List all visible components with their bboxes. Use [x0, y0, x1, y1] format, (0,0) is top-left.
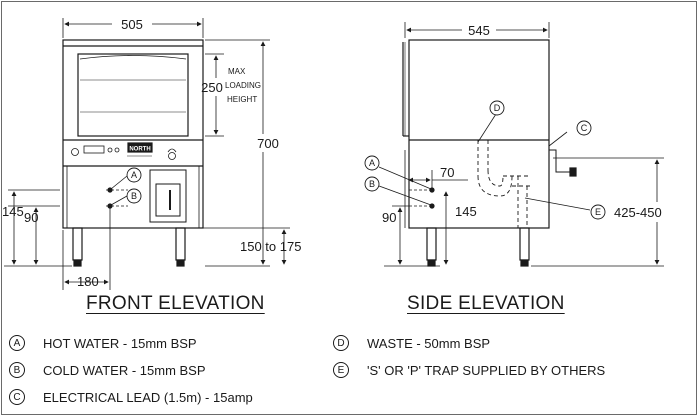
- legend-letter-b: B: [9, 362, 25, 378]
- legend-item-c: C ELECTRICAL LEAD (1.5m) - 15amp: [9, 389, 253, 405]
- front-callout-b: B: [131, 191, 137, 201]
- front-dimension-lines: [4, 18, 290, 290]
- legend-item-d: D WASTE - 50mm BSP: [333, 335, 490, 351]
- side-callout-c: C: [581, 123, 588, 133]
- front-elevation-title: FRONT ELEVATION: [86, 293, 265, 314]
- front-callouts: [126, 167, 142, 204]
- front-max-label-2: LOADING: [225, 81, 261, 90]
- legend-text-d: WASTE - 50mm BSP: [367, 335, 491, 351]
- front-height-dim: 700: [257, 136, 279, 151]
- front-145-dim: 145: [2, 204, 24, 219]
- legend-letter-a: A: [9, 335, 25, 351]
- legend-item-b: B COLD WATER - 15mm BSP: [9, 362, 206, 378]
- legend-item-e: E 'S' OR 'P' TRAP SUPPLIED BY OTHERS: [333, 362, 605, 378]
- side-90-dim: 90: [382, 210, 396, 225]
- side-leg-front: [426, 227, 437, 261]
- legend-text-a: HOT WATER - 15mm BSP: [43, 335, 197, 351]
- north-logo-badge: [127, 142, 153, 153]
- side-callout-a: A: [369, 158, 375, 168]
- side-70-dim: 70: [440, 165, 454, 180]
- side-callout-d: D: [494, 103, 501, 113]
- front-max-label-1: MAX: [228, 67, 246, 76]
- front-max-label-3: HEIGHT: [227, 95, 257, 104]
- side-145-dim: 145: [455, 204, 477, 219]
- front-door-window: [77, 53, 189, 137]
- side-range-dim: 425-450: [614, 205, 662, 220]
- legend-text-e: 'S' OR 'P' TRAP SUPPLIED BY OTHERS: [367, 362, 606, 378]
- side-callout-b: B: [369, 179, 375, 189]
- front-width-dim: 505: [121, 17, 143, 32]
- legend-item-a: A HOT WATER - 15mm BSP: [9, 335, 197, 351]
- north-logo-text: NORTH: [129, 147, 150, 153]
- front-leg-left: [72, 227, 83, 261]
- side-leg-back: [519, 227, 530, 261]
- side-depth-dim: 545: [468, 23, 490, 38]
- side-callouts: [364, 100, 606, 220]
- legend-letter-e: E: [333, 362, 349, 378]
- control-display: [83, 145, 105, 154]
- side-elevation-title: SIDE ELEVATION: [407, 293, 565, 314]
- front-max-loading-dim: 250: [201, 80, 223, 95]
- front-body-outline: [62, 39, 204, 229]
- front-offset-dim: 180: [77, 274, 99, 289]
- front-90-dim: 90: [24, 210, 38, 225]
- front-leg-right: [175, 227, 186, 261]
- legend-text-b: COLD WATER - 15mm BSP: [43, 362, 206, 378]
- legend-letter-d: D: [333, 335, 349, 351]
- front-elevation-drawing: [62, 39, 204, 267]
- front-leg-dim: 150 to 175: [240, 239, 301, 254]
- front-callout-a: A: [131, 170, 137, 180]
- side-body-outline: [408, 39, 550, 229]
- side-callout-e: E: [595, 207, 601, 217]
- legend-letter-c: C: [9, 389, 25, 405]
- side-dimension-lines: [384, 22, 664, 267]
- side-elevation-drawing: [378, 39, 591, 267]
- detergent-compartment: [149, 169, 187, 223]
- legend-text-c: ELECTRICAL LEAD (1.5m) - 15amp: [43, 389, 253, 405]
